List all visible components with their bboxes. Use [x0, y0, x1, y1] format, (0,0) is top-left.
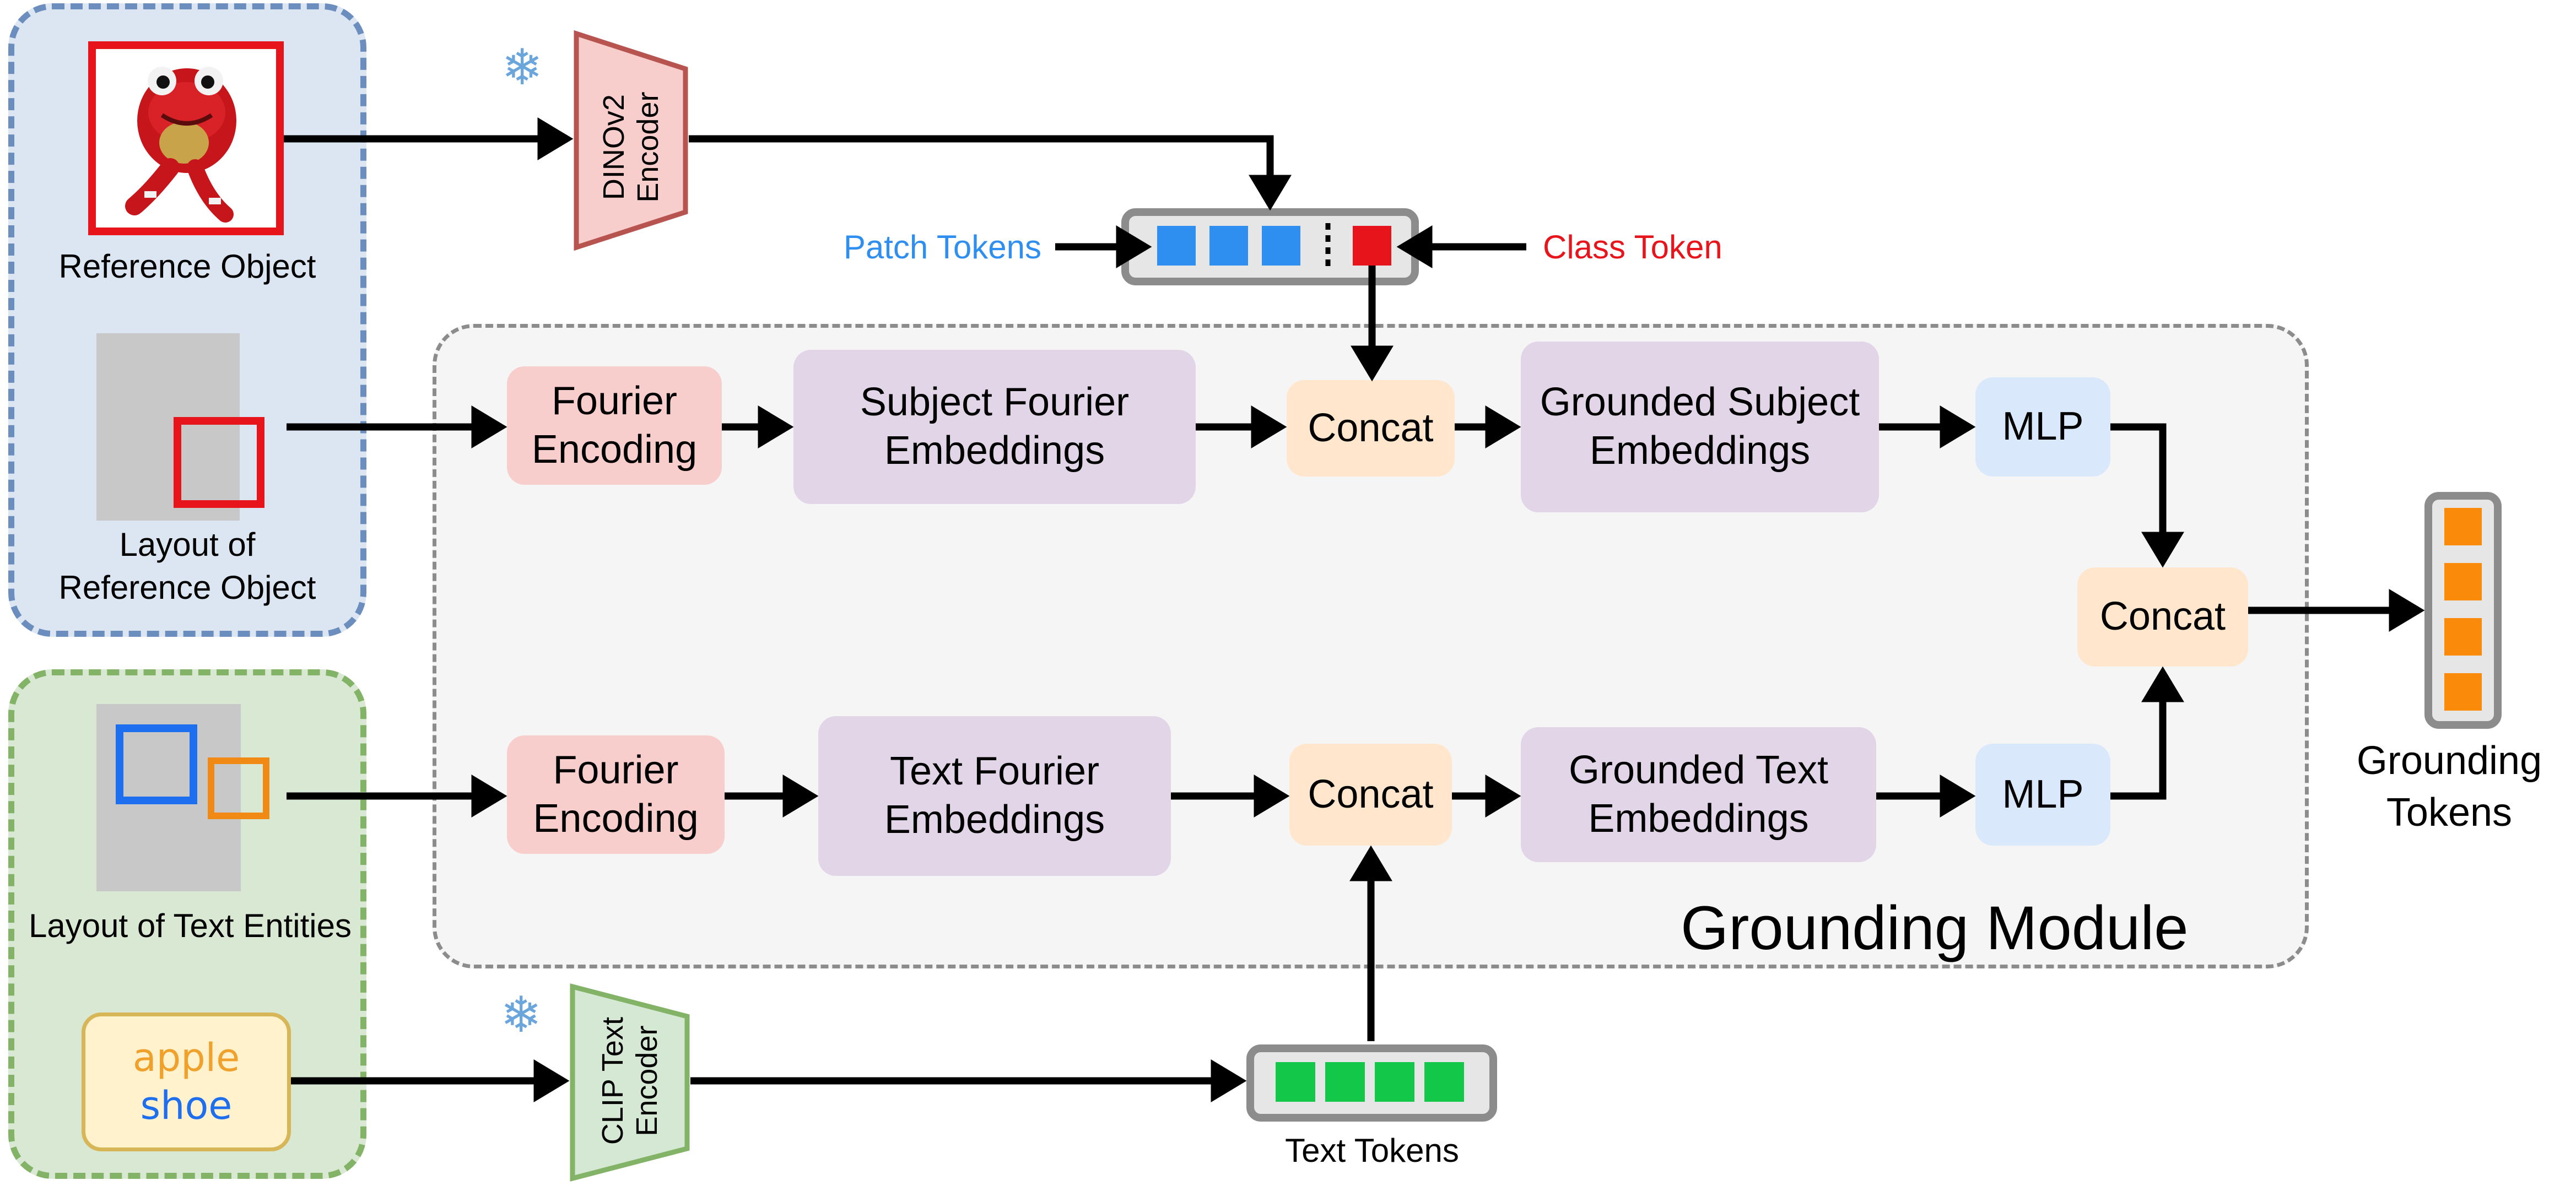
subject-concat: Concat — [1287, 380, 1455, 477]
text-entities-box: apple shoe — [82, 1013, 291, 1151]
grounding-token — [2444, 673, 2482, 711]
text-mlp: MLP — [1975, 744, 2110, 846]
text-token — [1276, 1062, 1315, 1102]
text-fourier-encoding: Fourier Encoding — [507, 735, 725, 854]
subject-fourier-embeddings: Subject Fourier Embeddings — [793, 350, 1196, 504]
grounding-tokens-label: Grounding Tokens — [2356, 739, 2542, 835]
patch-token — [1157, 226, 1196, 266]
entity-shoe: shoe — [140, 1083, 233, 1128]
final-concat: Concat — [2077, 567, 2248, 667]
text-concat: Concat — [1289, 744, 1452, 846]
reference-layout-label: Layout of Reference Object — [58, 526, 316, 606]
reference-layout-box — [174, 417, 264, 508]
grounding-module-title: Grounding Module — [1681, 894, 2189, 962]
reference-layout-canvas — [96, 333, 240, 521]
text-fourier-embeddings: Text Fourier Embeddings — [818, 716, 1171, 876]
text-layout-label: Layout of Text Entities — [29, 907, 352, 944]
grounding-token — [2444, 508, 2482, 545]
arrow-subject-mlp-to-final — [2110, 423, 2184, 568]
snowflake-icon: ❄ — [500, 986, 542, 1044]
grounding-token — [2444, 563, 2482, 600]
text-token — [1424, 1062, 1464, 1102]
reference-object-label: Reference Object — [58, 248, 316, 285]
text-layout-blue-box — [116, 724, 197, 804]
arrow-dinov2-to-tokens — [689, 135, 1292, 211]
class-token — [1353, 226, 1391, 266]
text-layout-orange-box — [208, 757, 269, 819]
dinov2-encoder — [574, 30, 688, 251]
entity-apple: apple — [132, 1035, 240, 1080]
snowflake-icon: ❄ — [501, 39, 543, 96]
class-token-label: Class Token — [1543, 229, 1722, 266]
patch-token — [1262, 226, 1300, 266]
patch-tokens-label: Patch Tokens — [843, 229, 1041, 266]
clip-text-encoder — [570, 983, 690, 1182]
grounded-text-embeddings: Grounded Text Embeddings — [1521, 727, 1876, 862]
arrow-text-mlp-to-final — [2110, 666, 2184, 800]
grounded-subject-embeddings: Grounded Subject Embeddings — [1521, 342, 1879, 512]
text-tokens-label: Text Tokens — [1285, 1132, 1459, 1169]
subject-fourier-encoding: Fourier Encoding — [507, 366, 722, 485]
plush-toy-icon — [125, 67, 236, 223]
text-token — [1325, 1062, 1365, 1102]
text-token — [1375, 1062, 1414, 1102]
subject-mlp: MLP — [1975, 377, 2110, 477]
grounding-token — [2444, 618, 2482, 656]
patch-token — [1209, 226, 1248, 266]
reference-object-image — [88, 41, 284, 235]
